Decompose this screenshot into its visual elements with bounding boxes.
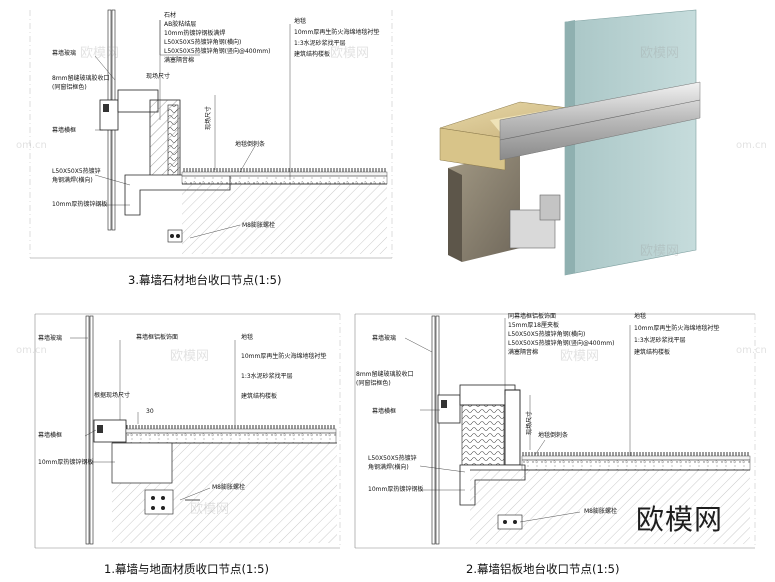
d2-angle-h-label: L50X50X5热镀锌角钢(横向) bbox=[508, 331, 586, 338]
d3-bolt-label: M8膨胀螺栓 bbox=[242, 222, 275, 229]
d2-angle-v-label: L50X50X5热镀锌角钢(竖向@400mm) bbox=[508, 340, 615, 347]
d3-slab-label: 建筑结构楼板 bbox=[294, 51, 331, 58]
d2-slab-label: 建筑结构楼板 bbox=[634, 349, 671, 356]
d3-mortar-label: 1:3水泥砂浆找平层 bbox=[294, 40, 346, 47]
detail3-section bbox=[94, 9, 388, 254]
d1-dim30: 30 bbox=[146, 408, 154, 415]
d3-underlay-label: 10mm厚再生防火海绵地毯衬垫 bbox=[294, 29, 380, 36]
d3-site-dim2: 现场尺寸 bbox=[205, 105, 212, 130]
d2-angle-label: L50X50X5热镀锌 bbox=[368, 455, 417, 462]
watermark-domain-4: om.cn bbox=[736, 345, 767, 356]
d3-mullion-label: 幕墙横框 bbox=[52, 127, 77, 134]
watermark-4: 欧模网 bbox=[170, 349, 210, 364]
watermark-domain-1: om.cn bbox=[16, 140, 47, 151]
d2-underlay-label: 10mm厚再生防火海绵地毯衬垫 bbox=[634, 325, 720, 332]
d1-slab-label: 建筑结构楼板 bbox=[241, 393, 278, 400]
detail3-frame bbox=[29, 10, 393, 259]
watermark-3: 欧模网 bbox=[640, 46, 680, 61]
watermark-6: 欧模网 bbox=[190, 502, 230, 517]
detail1-section bbox=[70, 315, 337, 545]
d1-carpet-label: 地毯 bbox=[241, 334, 254, 341]
d3-seal-note: (同窗铝框色) bbox=[52, 84, 87, 91]
d2-caption: 2.幕墙铝板地台收口节点(1:5) bbox=[466, 562, 620, 576]
d1-trim-label: 幕墙框铝板饰面 bbox=[136, 334, 179, 341]
d3-plate-label: 10mm厚热镀锌钢板 bbox=[52, 201, 108, 208]
d2-glass-label: 幕墙玻璃 bbox=[372, 335, 397, 342]
d2-seal-label: 8mm留缝玻璃胶收口 bbox=[356, 371, 414, 378]
d3-carpet-label: 地毯 bbox=[294, 18, 307, 25]
watermark-7: 欧模网 bbox=[640, 244, 680, 259]
d1-bolt-label: M8膨胀螺栓 bbox=[212, 484, 245, 491]
d3-angle-v-label: L50X50X5热镀锌角钢(竖向@400mm) bbox=[164, 48, 271, 55]
d3-angle-h-label: L50X50X5热镀锌角钢(横向) bbox=[164, 39, 242, 46]
d2-mullion-label: 幕墙横框 bbox=[372, 408, 397, 415]
d2-carpet-label: 地毯 bbox=[634, 313, 647, 320]
d2-board-label: 15mm厚18厘夹板 bbox=[508, 322, 559, 329]
d2-insulation-label: 满塞隔音棉 bbox=[508, 349, 539, 356]
d1-mortar-label: 1:3水泥砂浆找平层 bbox=[241, 373, 293, 380]
d3-glue-label: AB胶粘结层 bbox=[164, 21, 197, 28]
d1-caption: 1.幕墙与地面材质收口节点(1:5) bbox=[104, 562, 269, 576]
d1-site-dim: 根据现场尺寸 bbox=[94, 392, 131, 399]
brand-logo: 欧模网 bbox=[636, 503, 724, 536]
isometric-render bbox=[439, 9, 701, 276]
d2-strip-label: 地毯倒刺条 bbox=[538, 432, 569, 439]
d3-steel-plate-label: 10mm热镀锌钢板满焊 bbox=[164, 30, 226, 37]
d2-bolt-label: M8膨胀螺栓 bbox=[584, 508, 617, 515]
d2-site-dim: 现场尺寸 bbox=[526, 410, 533, 435]
watermark-1: 欧模网 bbox=[80, 46, 120, 61]
d1-mullion-label: 幕墙横框 bbox=[38, 432, 63, 439]
detail2-frame bbox=[354, 313, 756, 549]
watermark-domain-2: om.cn bbox=[736, 140, 767, 151]
d2-alu-trim-label: 同幕墙框铝板饰面 bbox=[508, 313, 557, 320]
d3-strip-label: 地毯倒刺条 bbox=[235, 141, 266, 148]
d2-plate-label: 10mm厚热镀锌钢板 bbox=[368, 486, 424, 493]
d3-seal-label: 8mm留缝玻璃胶收口 bbox=[52, 75, 110, 82]
detail2-section bbox=[404, 315, 751, 545]
d3-angle-label: L50X50X5热镀锌 bbox=[52, 168, 101, 175]
d2-mortar-label: 1:3水泥砂浆找平层 bbox=[634, 337, 686, 344]
watermark-domain-3: om.cn bbox=[16, 345, 47, 356]
d3-site-dim: 现场尺寸 bbox=[146, 73, 171, 80]
d3-caption: 3.幕墙石材地台收口节点(1:5) bbox=[128, 273, 282, 287]
watermark-2: 欧模网 bbox=[330, 46, 370, 61]
detail1-frame bbox=[34, 313, 341, 549]
d1-glass-label: 幕墙玻璃 bbox=[38, 335, 63, 342]
d3-angle-note: 角钢满焊(横向) bbox=[52, 177, 93, 184]
d3-stone-label: 石材 bbox=[164, 12, 177, 19]
d1-plate-label: 10mm厚热镀锌钢板 bbox=[38, 459, 94, 466]
d3-glass-label: 幕墙玻璃 bbox=[52, 50, 77, 57]
d3-insulation-label: 满塞隔音棉 bbox=[164, 57, 195, 64]
d2-seal-note: (同窗铝框色) bbox=[356, 380, 391, 387]
d1-underlay-label: 10mm厚再生防火海绵地毯衬垫 bbox=[241, 353, 327, 360]
d2-angle-note: 角钢满焊(横向) bbox=[368, 464, 409, 471]
watermark-5: 欧模网 bbox=[560, 349, 600, 364]
